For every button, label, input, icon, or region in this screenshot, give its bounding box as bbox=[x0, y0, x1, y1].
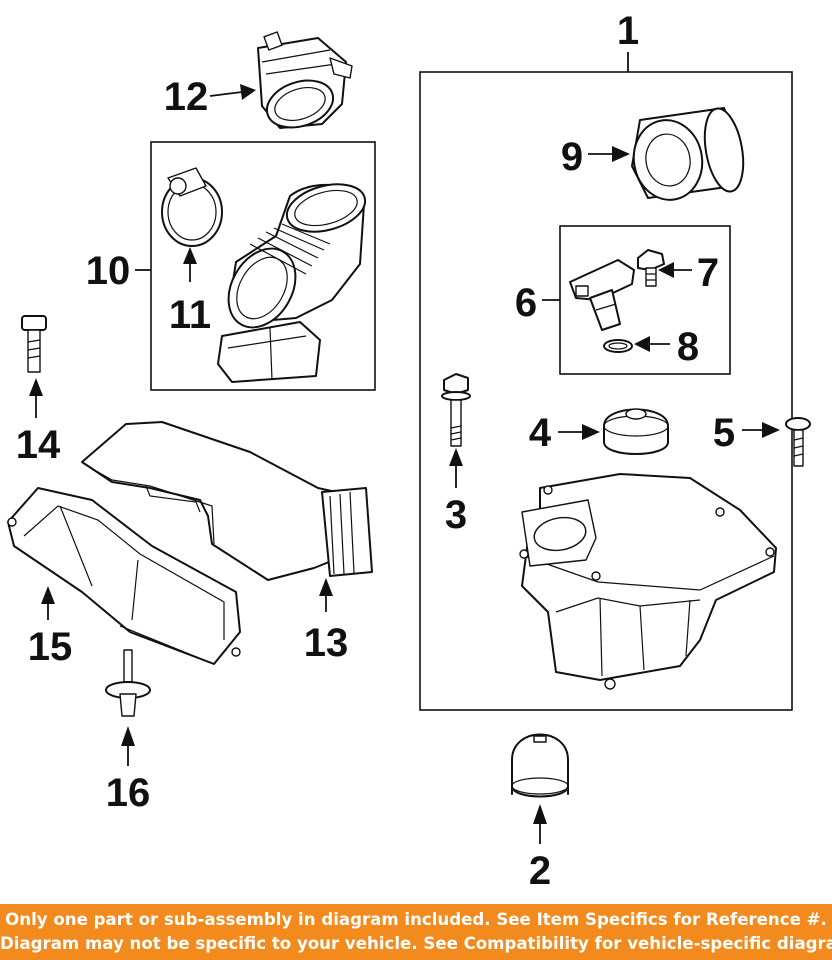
part-8-o-ring bbox=[603, 339, 633, 353]
assembly-box-10 bbox=[150, 141, 376, 391]
callout-10: 10 bbox=[86, 249, 131, 293]
part-9-air-filter bbox=[631, 107, 745, 201]
arrow-11 bbox=[183, 247, 197, 264]
callout-4: 4 bbox=[529, 411, 552, 455]
arrow-12 bbox=[240, 84, 256, 100]
part-13-air-intake-duct bbox=[81, 421, 373, 581]
arrow-9 bbox=[612, 146, 630, 162]
part-14-bolt bbox=[21, 315, 47, 373]
disclaimer-banner: Only one part or sub-assembly in diagram… bbox=[0, 904, 832, 960]
callout-8: 8 bbox=[677, 325, 699, 369]
part-3-bolt bbox=[441, 373, 471, 447]
disclaimer-line-1: Only one part or sub-assembly in diagram… bbox=[5, 910, 827, 929]
callout-11: 11 bbox=[169, 293, 211, 337]
callout-1: 1 bbox=[617, 9, 639, 53]
part-12-duct-coupler bbox=[257, 31, 353, 129]
parts-diagram: 1 12 9 10 7 6 11 8 4 5 14 3 13 15 16 2 bbox=[7, 9, 811, 893]
part-16-push-clip bbox=[105, 649, 151, 717]
arrow-4 bbox=[582, 424, 600, 440]
callout-12: 12 bbox=[164, 75, 209, 119]
callout-9: 9 bbox=[561, 135, 583, 179]
disclaimer-line-2: Diagram may not be specific to your vehi… bbox=[0, 934, 832, 953]
part-2-cap bbox=[511, 733, 569, 798]
callout-15: 15 bbox=[28, 625, 73, 669]
assembly-box-1 bbox=[419, 71, 793, 711]
part-1-air-cleaner-housing bbox=[519, 473, 777, 690]
arrow-8 bbox=[634, 336, 650, 352]
leader-12 bbox=[209, 91, 243, 97]
arrow-15 bbox=[41, 586, 55, 604]
callout-14: 14 bbox=[16, 423, 61, 467]
arrow-13 bbox=[319, 578, 333, 596]
part-7-screw bbox=[637, 249, 665, 287]
part-10-intake-hose bbox=[217, 183, 367, 383]
callout-13: 13 bbox=[304, 621, 349, 665]
arrow-16 bbox=[121, 726, 135, 746]
arrow-14 bbox=[29, 378, 43, 396]
part-4-grommet bbox=[603, 408, 669, 455]
callout-16: 16 bbox=[106, 771, 151, 815]
part-6-maf-sensor bbox=[569, 259, 635, 331]
callout-3: 3 bbox=[445, 493, 467, 537]
callout-5: 5 bbox=[713, 411, 735, 455]
arrow-2 bbox=[533, 804, 547, 824]
callout-7: 7 bbox=[697, 251, 719, 295]
arrow-7 bbox=[658, 262, 674, 278]
arrow-5 bbox=[762, 422, 780, 438]
arrow-3 bbox=[449, 448, 463, 466]
part-15-air-deflector bbox=[7, 487, 241, 665]
assembly-box-6 bbox=[559, 225, 731, 375]
part-5-screw bbox=[785, 417, 811, 467]
callout-2: 2 bbox=[529, 849, 551, 893]
callout-6: 6 bbox=[515, 281, 537, 325]
part-11-hose-clamp bbox=[161, 167, 223, 247]
